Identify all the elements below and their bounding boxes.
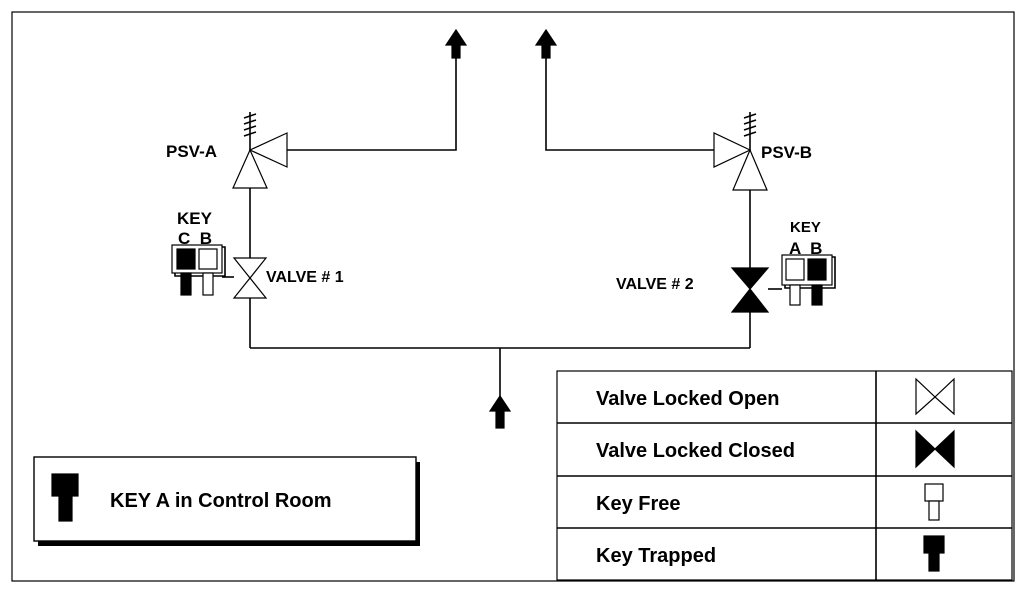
legend-label-key-free: Key Free <box>596 493 681 515</box>
vent-arrow-right <box>534 28 558 59</box>
legend-label-valve-closed: Valve Locked Closed <box>596 440 795 462</box>
key-left-title: KEY <box>177 209 213 228</box>
key-right-title: KEY <box>790 219 821 236</box>
key-left-letters: C B <box>178 229 212 248</box>
key-lock-right <box>768 254 836 306</box>
valve-open-icon <box>915 377 955 416</box>
piping <box>249 56 751 412</box>
note-text: KEY A in Control Room <box>110 490 331 512</box>
valve-1-open-icon <box>232 257 268 299</box>
key-right-letters: A B <box>789 239 822 258</box>
psv-a-label: PSV-A <box>166 142 217 161</box>
psv-a-valve-icon <box>232 112 288 189</box>
valve-1-label: VALVE # 1 <box>266 269 344 286</box>
key-trapped-icon <box>923 535 945 572</box>
inlet-arrow <box>488 394 512 429</box>
psv-b-valve-icon <box>713 112 768 191</box>
legend-label-valve-open: Valve Locked Open <box>596 388 779 410</box>
valve-closed-icon <box>915 429 955 469</box>
key-lock-left <box>171 244 234 296</box>
valve-2-closed-icon <box>730 267 770 313</box>
legend-label-key-trapped: Key Trapped <box>596 545 716 567</box>
vent-arrow-left <box>444 28 468 59</box>
note-box: KEY A in Control Room <box>33 456 420 546</box>
key-free-icon <box>924 483 944 521</box>
legend-table: Valve Locked Open Valve Locked Closed Ke… <box>556 370 1013 581</box>
psv-b-label: PSV-B <box>761 143 812 162</box>
valve-2-label: VALVE # 2 <box>616 276 694 293</box>
key-trapped-icon <box>51 473 79 522</box>
